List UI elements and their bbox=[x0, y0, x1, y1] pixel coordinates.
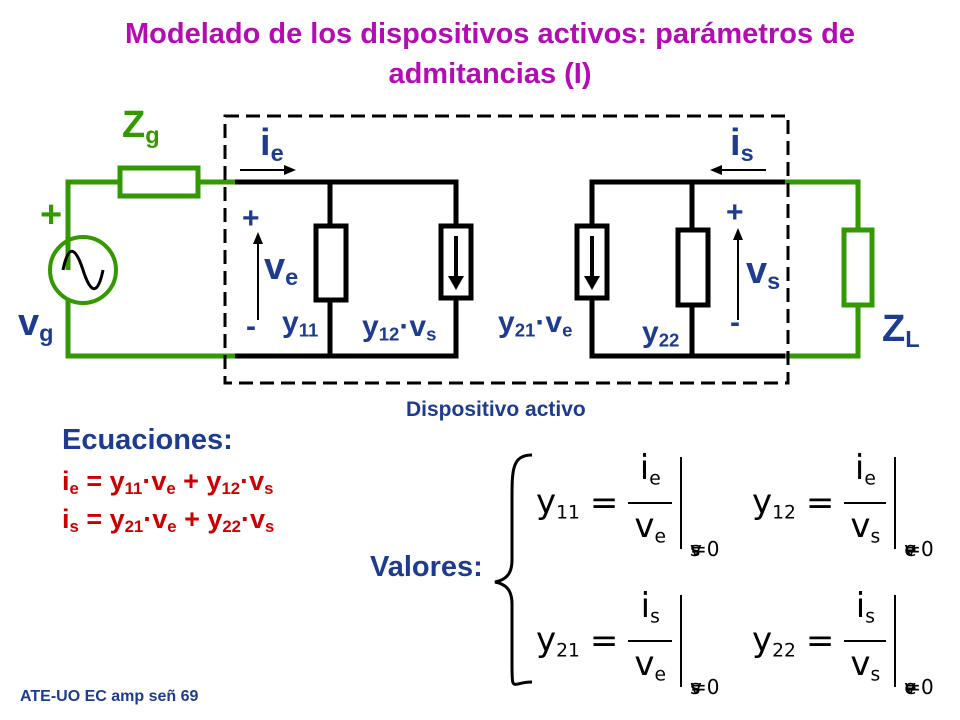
y11-admittance bbox=[313, 223, 349, 303]
equation-2: is = y21·ve + y22·vs bbox=[62, 504, 275, 537]
load-top-wire bbox=[785, 179, 861, 230]
zg-impedance bbox=[117, 165, 201, 199]
y21-current-source bbox=[574, 223, 610, 301]
load-bottom-wire bbox=[785, 305, 861, 359]
equation-1: ie = y11·ve + y12·vs bbox=[62, 466, 274, 499]
device-boundary bbox=[223, 114, 790, 385]
ie-label: ie bbox=[260, 122, 284, 166]
equations-heading: Ecuaciones: bbox=[62, 424, 233, 456]
device-wires bbox=[235, 179, 785, 359]
zl-label: ZL bbox=[882, 308, 920, 352]
device-caption: Dispositivo activo bbox=[406, 398, 586, 421]
y22-label: y22 bbox=[642, 316, 680, 351]
zg-label: Zg bbox=[122, 104, 160, 148]
y22-admittance bbox=[675, 227, 711, 308]
ve-arrow-head bbox=[253, 232, 263, 244]
y11-label: y11 bbox=[282, 306, 319, 341]
current-arrows bbox=[240, 169, 766, 320]
y12-arrow-head bbox=[448, 276, 464, 290]
values-label: Valores: bbox=[370, 551, 483, 583]
is-arrow-head bbox=[710, 165, 722, 175]
sine-icon bbox=[61, 249, 105, 291]
ve-plus: + bbox=[242, 202, 260, 235]
vs-minus: - bbox=[730, 306, 740, 339]
source-bottom-wire bbox=[65, 300, 235, 359]
ie-arrow-head bbox=[284, 165, 296, 175]
y12vs-label: y12·vs bbox=[362, 310, 437, 345]
vg-label: vg bbox=[18, 302, 54, 346]
voltage-source bbox=[48, 235, 118, 305]
source-plus: + bbox=[40, 194, 63, 236]
y12-current-source bbox=[438, 223, 474, 301]
vs-label: vs bbox=[746, 250, 781, 294]
ve-minus: - bbox=[246, 310, 256, 343]
is-label: is bbox=[730, 122, 754, 166]
footer-label: ATE-UO EC amp señ 69 bbox=[20, 688, 199, 705]
y21-arrow-head bbox=[584, 276, 600, 290]
y21ve-label: y21·ve bbox=[498, 306, 573, 341]
slide-title: Modelado de los dispositivos activos: pa… bbox=[124, 18, 855, 90]
ve-label: ve bbox=[264, 246, 299, 290]
source-arrows bbox=[454, 236, 594, 282]
zl-impedance bbox=[841, 227, 875, 308]
vs-arrow-head bbox=[733, 228, 743, 240]
values-brace bbox=[494, 453, 533, 686]
external-circuit bbox=[48, 165, 875, 359]
vs-plus: + bbox=[726, 196, 744, 229]
